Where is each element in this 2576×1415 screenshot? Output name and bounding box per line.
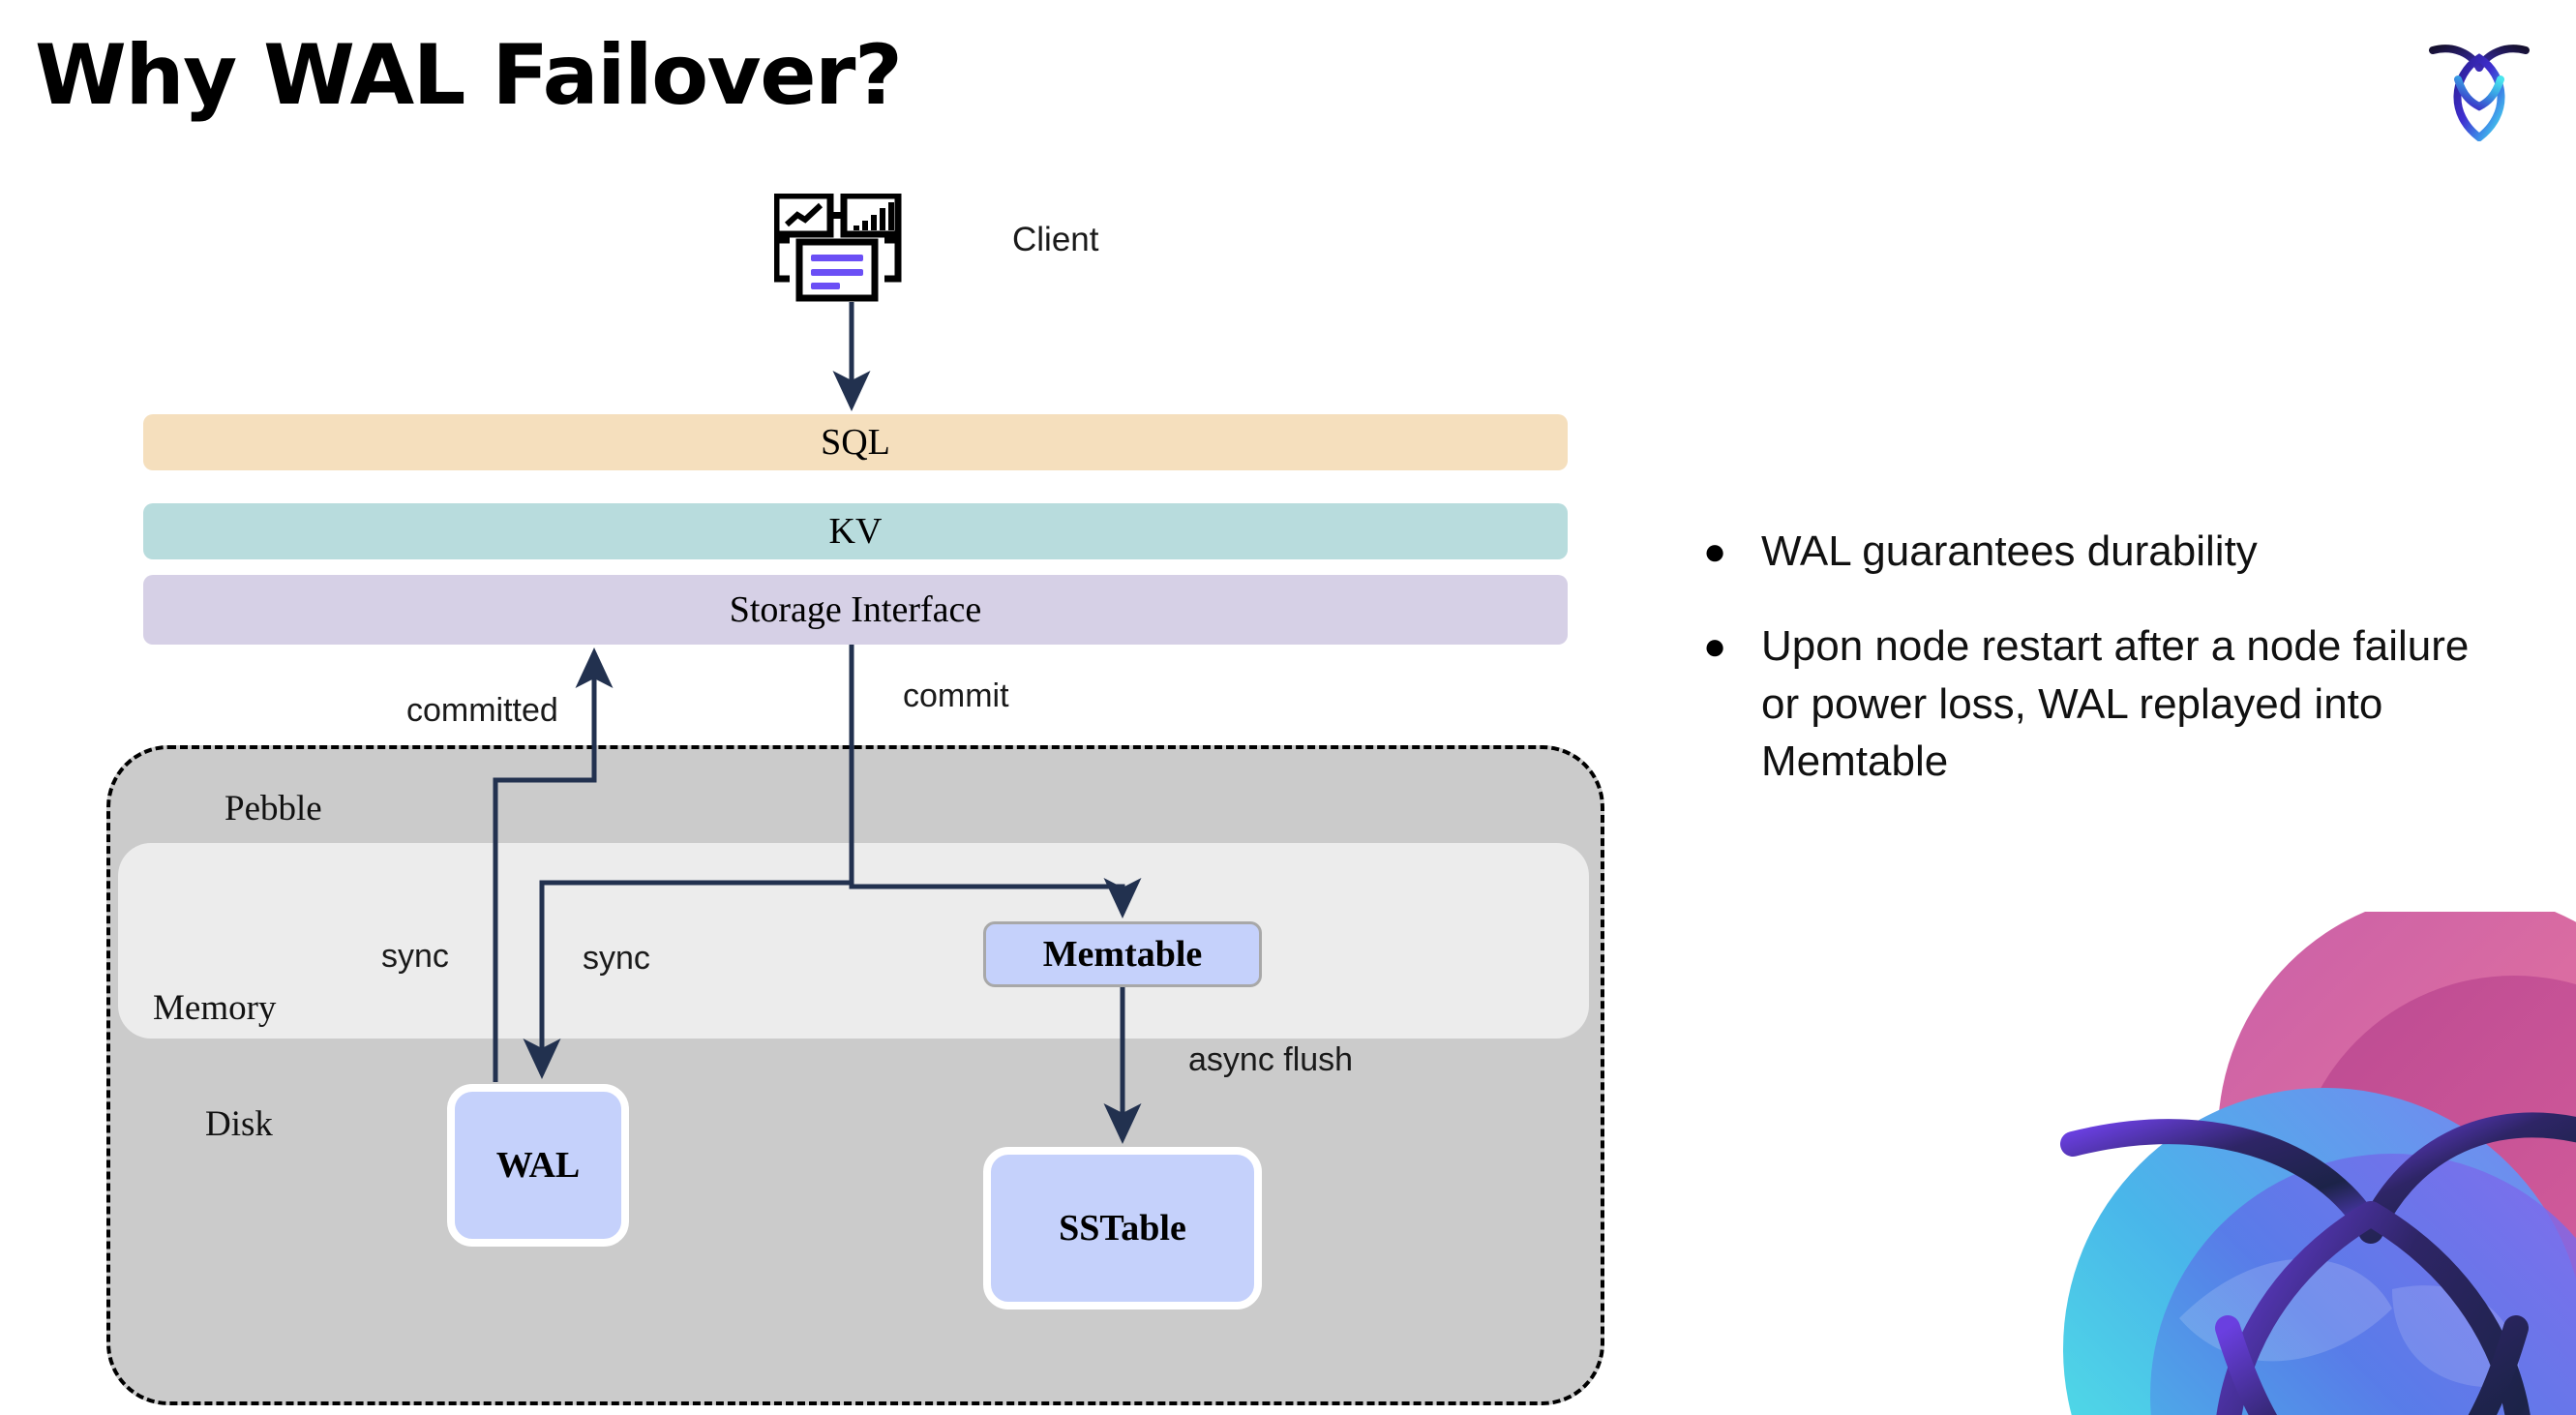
client-label: Client: [1012, 221, 1099, 258]
edge-label-commit: commit: [903, 677, 1009, 714]
node-label-wal: WAL: [495, 1145, 581, 1186]
edge-label-sync-left: sync: [381, 938, 449, 975]
pebble-label: Pebble: [225, 789, 322, 828]
client-dashboard-icon: [772, 192, 929, 310]
bullet-list: ● WAL guarantees durability ● Upon node …: [1703, 523, 2506, 828]
node-label-sstable: SSTable: [1059, 1208, 1186, 1249]
edge-label-committed: committed: [406, 692, 558, 729]
disk-label: Disk: [205, 1104, 273, 1144]
memory-region: [118, 843, 1589, 1039]
architecture-diagram: Client SQL KV Storage Interface Pebble M…: [106, 192, 1604, 1405]
layer-bar-storage-interface: Storage Interface: [143, 575, 1568, 645]
list-item: ● WAL guarantees durability: [1703, 523, 2506, 581]
list-item: ● Upon node restart after a node failure…: [1703, 617, 2506, 791]
node-memtable: Memtable: [983, 921, 1262, 987]
layer-label-kv: KV: [828, 511, 883, 552]
bullet-marker-icon: ●: [1703, 530, 1727, 573]
edge-label-async-flush: async flush: [1188, 1041, 1354, 1078]
layer-bar-sql: SQL: [143, 414, 1568, 470]
edge-label-sync-right: sync: [583, 940, 650, 977]
layer-label-storage: Storage Interface: [729, 589, 982, 630]
cockroach-circles-decoration: [1937, 912, 2576, 1415]
layer-bar-kv: KV: [143, 503, 1568, 559]
memory-label: Memory: [153, 988, 277, 1028]
bullet-text: WAL guarantees durability: [1761, 527, 2258, 575]
bullet-marker-icon: ●: [1703, 624, 1727, 668]
page-title: Why WAL Failover?: [35, 27, 903, 124]
node-wal: WAL: [447, 1084, 629, 1247]
node-label-memtable: Memtable: [1042, 934, 1203, 975]
bullet-text: Upon node restart after a node failure o…: [1761, 621, 2470, 786]
layer-label-sql: SQL: [821, 422, 890, 463]
cockroachdb-logo: [2423, 25, 2535, 143]
node-sstable: SSTable: [983, 1147, 1262, 1310]
